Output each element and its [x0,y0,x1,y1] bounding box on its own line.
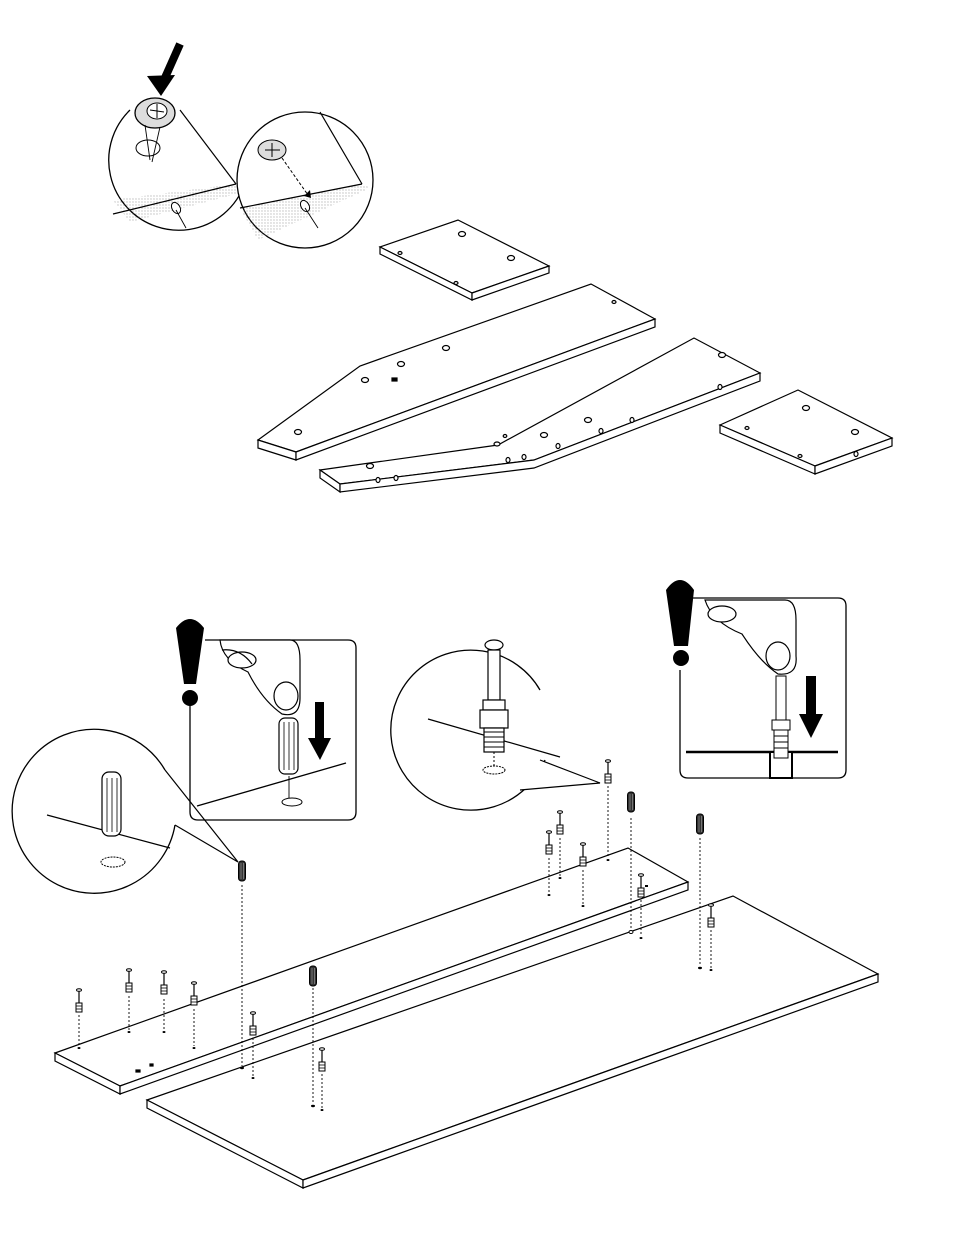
dowel-1 [239,861,246,881]
bolt-2 [126,969,132,992]
bolt-4 [191,982,197,1005]
callout-press-dowel [176,619,356,820]
bolt-8 [557,811,563,834]
small-panel-top [380,220,549,300]
detail-circle-bolt [391,640,600,810]
long-panels [55,848,878,1188]
detail-circle-right [237,112,373,248]
callout-press-bolt [666,580,846,778]
bolt-1 [76,989,82,1012]
bolt-10 [605,760,611,783]
arrow-head [147,75,175,96]
detail-circle-left [109,110,249,230]
bolt-7 [546,831,552,854]
bolt-9 [580,843,586,866]
bolt-3 [161,971,167,994]
dowel-icon [279,718,298,774]
dowel-3 [628,792,635,812]
board-panels [258,220,892,492]
cam-lock-detail [109,44,373,248]
dowel-4 [697,814,704,834]
small-panel-right [720,390,892,474]
dowel-2 [310,966,317,986]
